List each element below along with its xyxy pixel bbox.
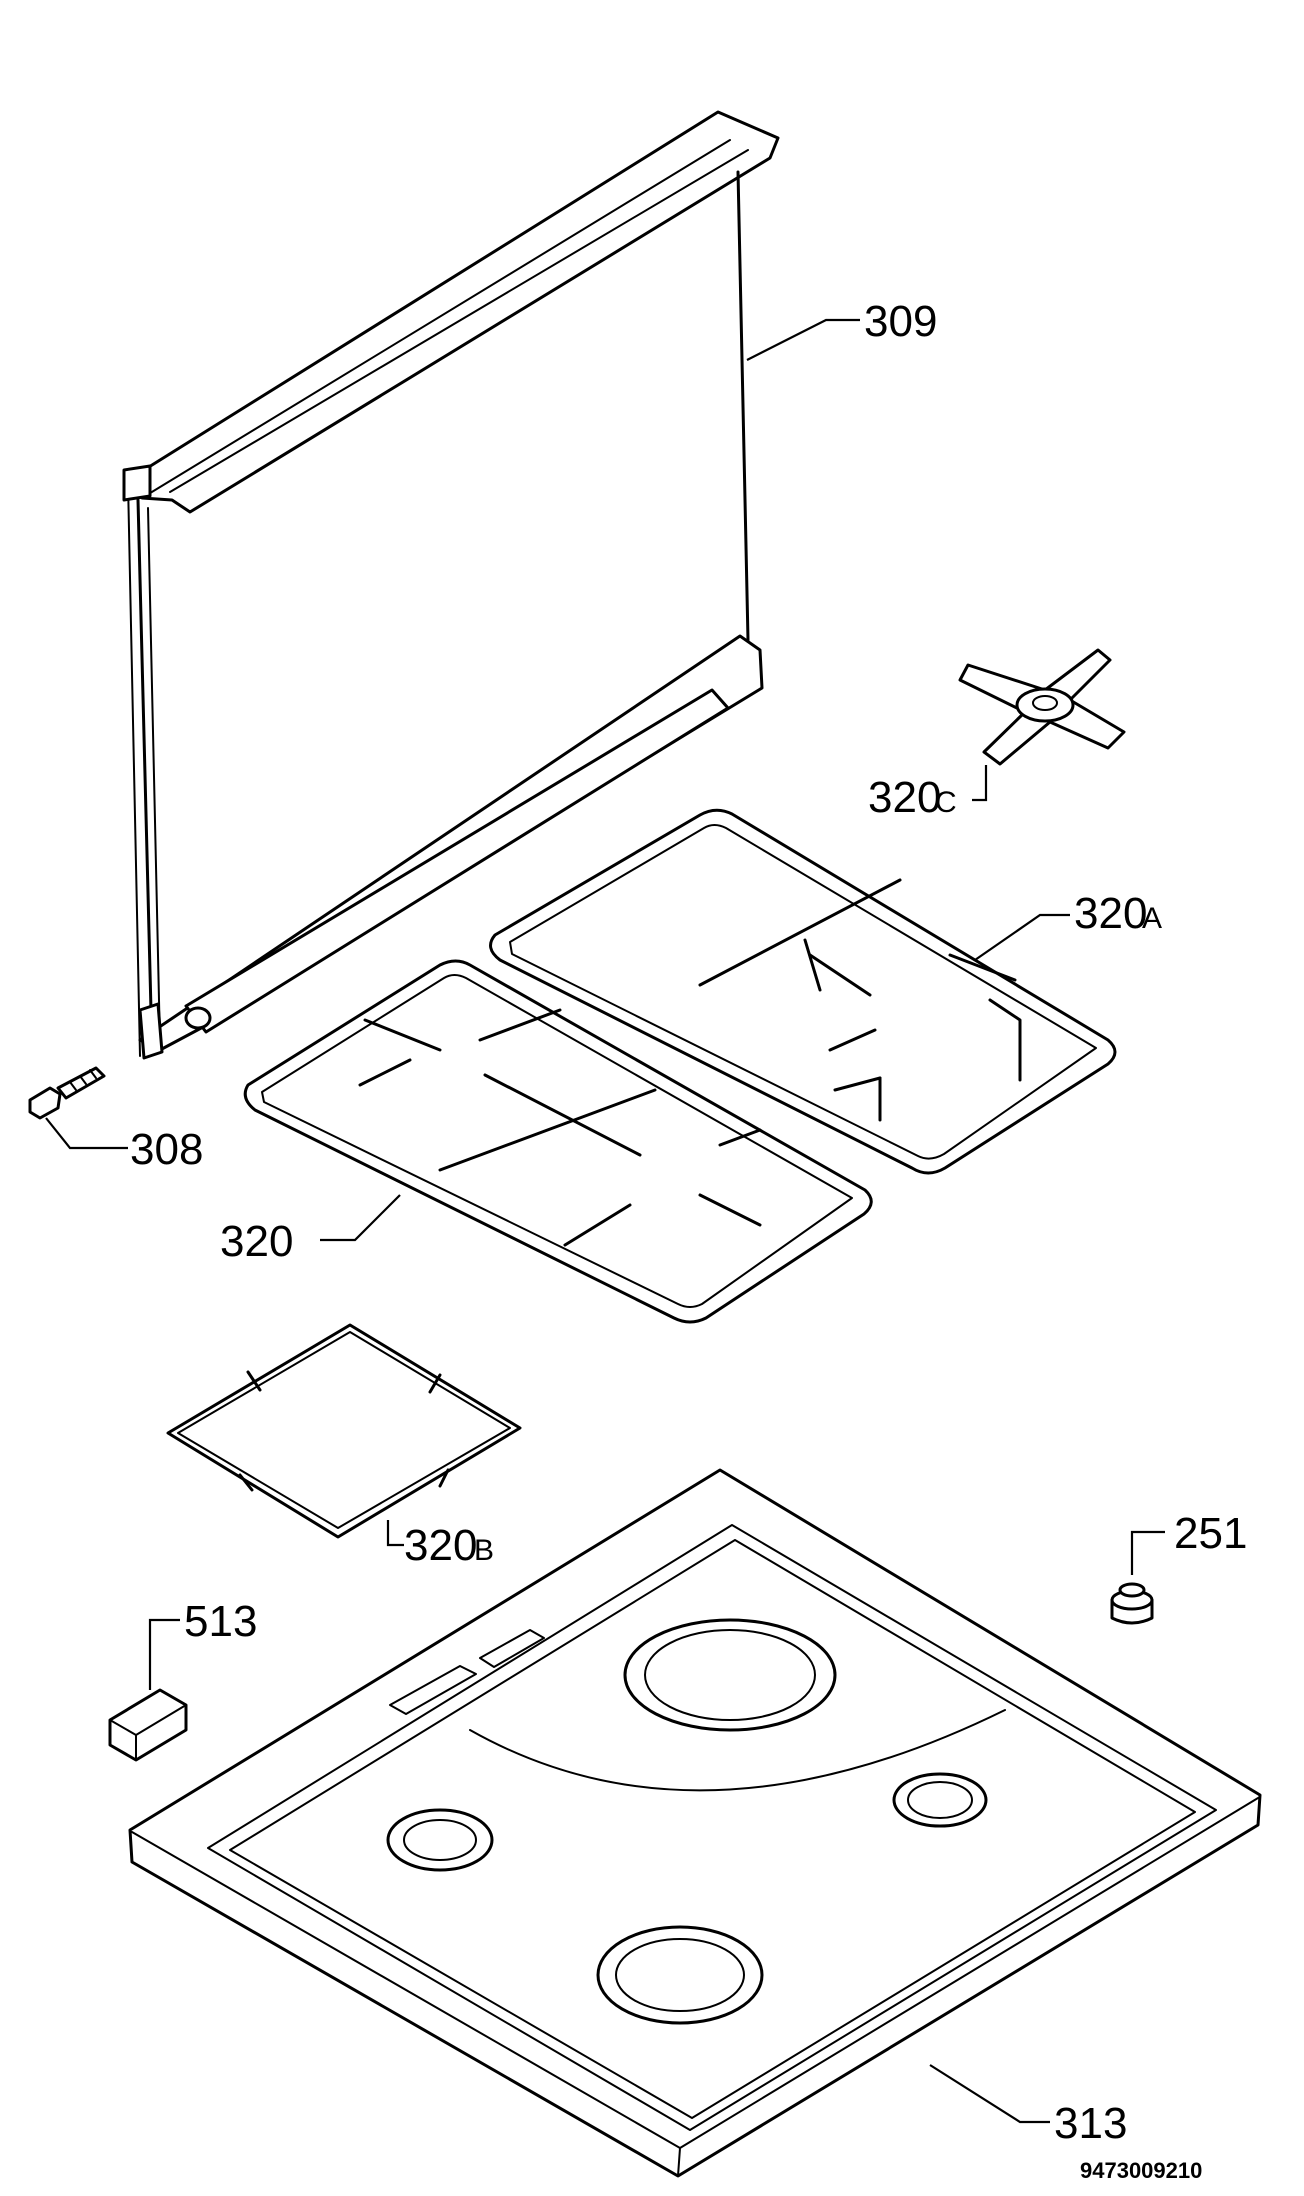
label-320c: 320 C bbox=[868, 765, 988, 822]
label-320b: 320 B bbox=[386, 1520, 494, 1570]
part-320b-wok-ring bbox=[166, 1323, 522, 1539]
label-308: 308 bbox=[45, 1117, 203, 1174]
svg-text:251: 251 bbox=[1174, 1509, 1247, 1558]
svg-text:308: 308 bbox=[130, 1125, 203, 1174]
svg-text:320: 320 bbox=[404, 1521, 477, 1570]
part-308-ignition-plug bbox=[28, 1066, 106, 1120]
svg-text:320: 320 bbox=[220, 1217, 293, 1266]
part-320a-pan-support-right bbox=[489, 808, 1117, 1175]
svg-text:C: C bbox=[935, 786, 957, 819]
part-513-clip bbox=[108, 1688, 188, 1762]
part-320-pan-support-left bbox=[243, 959, 873, 1324]
label-251: 251 bbox=[1130, 1509, 1247, 1575]
label-513: 513 bbox=[148, 1597, 257, 1690]
label-309: 309 bbox=[746, 297, 937, 361]
svg-text:320: 320 bbox=[1074, 889, 1147, 938]
part-309-glass-lid bbox=[122, 110, 780, 1060]
svg-text:513: 513 bbox=[184, 1597, 257, 1646]
label-320: 320 bbox=[220, 1194, 401, 1266]
drawing-number: 9473009210 bbox=[1080, 2158, 1202, 2183]
svg-text:320: 320 bbox=[868, 773, 941, 822]
label-320a: 320 A bbox=[974, 889, 1162, 961]
part-251-knob bbox=[1110, 1582, 1154, 1625]
label-313: 313 bbox=[929, 2064, 1127, 2148]
svg-text:B: B bbox=[474, 1534, 494, 1567]
part-313-hob-top bbox=[128, 1468, 1262, 2178]
part-320c-simmer-plate bbox=[958, 648, 1126, 766]
svg-text:A: A bbox=[1142, 902, 1162, 935]
svg-text:313: 313 bbox=[1054, 2099, 1127, 2148]
svg-text:309: 309 bbox=[864, 297, 937, 346]
